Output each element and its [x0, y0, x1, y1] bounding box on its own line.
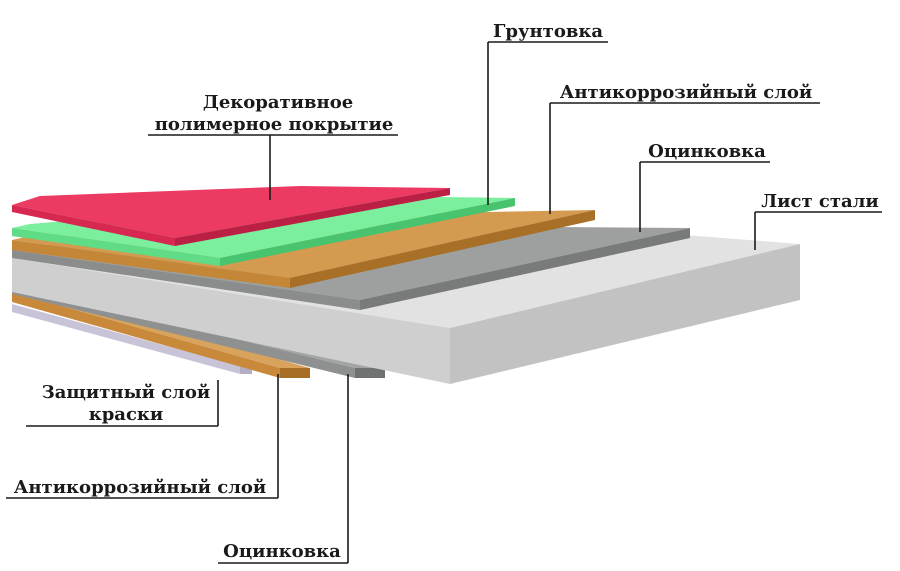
leader-lines — [6, 41, 882, 564]
label-zinc-top: Оцинковка — [648, 141, 766, 162]
label-anticorrosion-top: Антикоррозийный слой — [560, 82, 813, 103]
label-primer: Грунтовка — [493, 21, 603, 42]
label-decorative-line1: Декоративное — [203, 92, 353, 113]
label-protective-line1: Защитный слой — [42, 382, 210, 403]
label-decorative-line2: полимерное покрытие — [155, 114, 394, 135]
label-anticorrosion-bottom: Антикоррозийный слой — [14, 477, 267, 498]
label-zinc-bottom: Оцинковка — [223, 541, 341, 562]
polymer-coating-layer — [12, 186, 450, 246]
label-steel-sheet: Лист стали — [761, 191, 878, 212]
label-protective-line2: краски — [89, 404, 164, 425]
